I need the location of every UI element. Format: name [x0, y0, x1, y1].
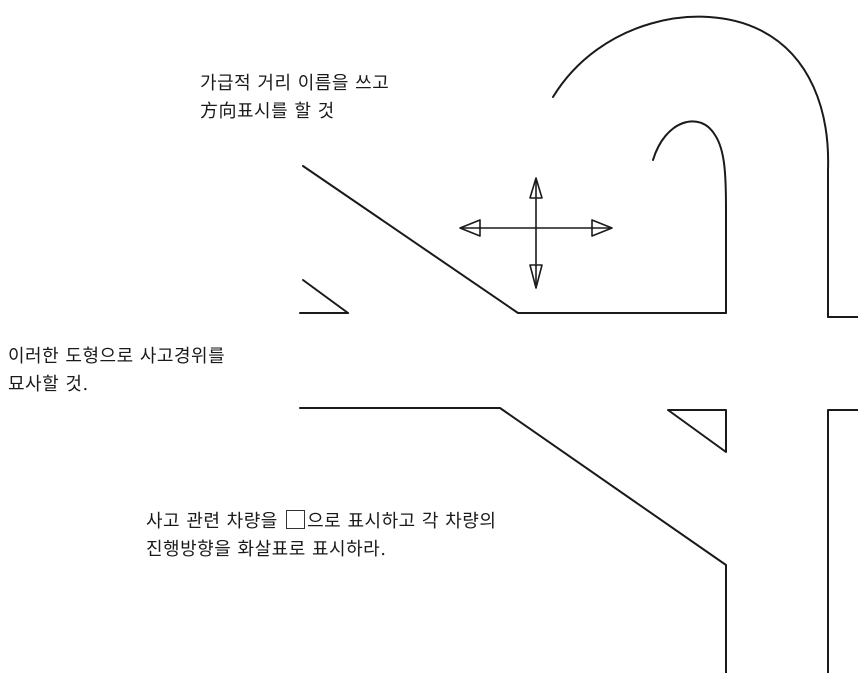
- diagram-instruction-line2: 묘사할 것.: [8, 374, 89, 395]
- outer-curve-road-edge: [552, 15, 830, 318]
- direction-cross-icon: [459, 177, 613, 289]
- street-name-instruction: 가급적 거리 이름을 쓰고 方向표시를 할 것: [200, 70, 389, 126]
- upper-diagonal-road-edge: [302, 165, 727, 314]
- left-wedge-diagonal: [302, 279, 349, 314]
- street-name-instruction-line1: 가급적 거리 이름을 쓰고: [200, 73, 390, 94]
- vehicle-marking-instruction-line1: 사고 관련 차량을 으로 표시하고 각 차량의: [146, 508, 496, 536]
- vehicle-marking-text-before: 사고 관련 차량을: [146, 511, 278, 532]
- right-vertical-road-edge: [827, 409, 858, 673]
- vehicle-marking-instruction-line2: 진행방향을 화살표로 표시하라.: [146, 539, 387, 560]
- diagram-instruction: 이러한 도형으로 사고경위를 묘사할 것.: [8, 343, 225, 399]
- triangle-island: [667, 409, 727, 453]
- street-name-instruction-line2: 方向표시를 할 것: [200, 101, 335, 122]
- vehicle-marking-text-after: 으로 표시하고 각 차량의: [307, 511, 497, 532]
- diagram-instruction-line1: 이러한 도형으로 사고경위를: [8, 346, 226, 367]
- vehicle-marking-instruction: 사고 관련 차량을 으로 표시하고 각 차량의 진행방향을 화살표로 표시하라.: [146, 508, 496, 564]
- lower-diagonal-road-edge: [299, 407, 727, 673]
- vehicle-box-icon: [286, 510, 306, 529]
- inner-hook-curve: [652, 120, 727, 314]
